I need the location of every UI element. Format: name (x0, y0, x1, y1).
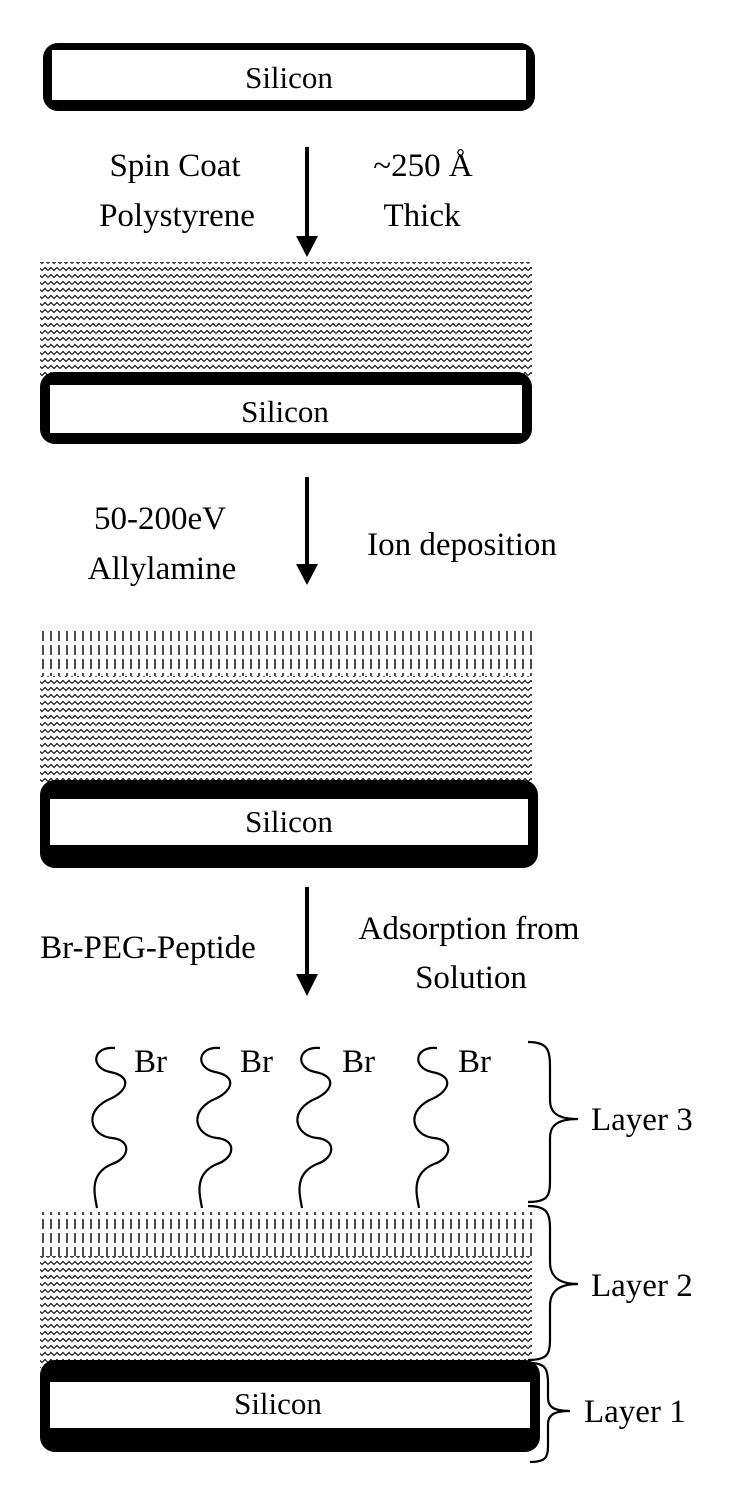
step-3-right-line-2: Solution (415, 960, 527, 996)
silicon-wafer-1: Silicon (43, 43, 535, 111)
step-3-right-line-1: Adsorption from (359, 911, 580, 947)
step-2-left-line-1: 50-200eV (94, 501, 226, 537)
down-arrow-icon (296, 974, 318, 996)
chain-end-label: Br (342, 1044, 375, 1080)
layer-1-label: Layer 1 (584, 1394, 686, 1430)
peptide-chain: Br (91, 1044, 167, 1209)
silicon-label: Silicon (241, 394, 329, 429)
step-1-right-line-2: Thick (384, 198, 461, 234)
polystyrene-layer (40, 676, 532, 786)
peptide-chains: Br Br Br Br (91, 1044, 491, 1209)
silicon-label: Silicon (245, 804, 333, 839)
step-2-right-line-1: Ion deposition (367, 527, 557, 563)
silicon-label: Silicon (245, 60, 333, 95)
down-arrow-icon (296, 236, 318, 257)
silicon-wafer-3: Silicon (40, 780, 538, 868)
allylamine-layer (40, 1212, 532, 1256)
polystyrene-layer (40, 1256, 532, 1368)
step-1-right-line-1: ~250 Å (373, 147, 473, 184)
layer-2-brace: Layer 2 (527, 1204, 693, 1362)
step-adsorption: Br-PEG-Peptide Adsorption from Solution (40, 887, 580, 996)
peptide-chain: Br (196, 1044, 273, 1209)
silicon-wafer-4: Silicon (40, 1360, 540, 1452)
silicon-wafer-2: Silicon (40, 372, 532, 444)
step-2-left-line-2: Allylamine (88, 551, 236, 587)
chain-end-label: Br (458, 1044, 491, 1080)
layer-3-brace: Layer 3 (527, 1040, 693, 1204)
chain-end-label: Br (240, 1044, 273, 1080)
step-3-left-line-1: Br-PEG-Peptide (40, 930, 256, 966)
step-1-left-line-2: Polystyrene (99, 198, 255, 234)
step-ion-deposition: 50-200eV Allylamine Ion deposition (88, 477, 557, 587)
layer-2-label: Layer 2 (591, 1268, 693, 1304)
allylamine-layer (40, 630, 532, 676)
chain-end-label: Br (134, 1044, 167, 1080)
peptide-chain: Br (296, 1044, 375, 1209)
down-arrow-icon (296, 564, 318, 585)
silicon-label: Silicon (234, 1386, 322, 1421)
step-spin-coat: Spin Coat Polystyrene ~250 Å Thick (99, 147, 473, 257)
polystyrene-layer (40, 262, 532, 378)
peptide-chain: Br (413, 1044, 491, 1209)
step-1-left-line-1: Spin Coat (109, 148, 240, 184)
layer-3-label: Layer 3 (591, 1102, 693, 1138)
layer-1-brace: Layer 1 (529, 1361, 686, 1464)
